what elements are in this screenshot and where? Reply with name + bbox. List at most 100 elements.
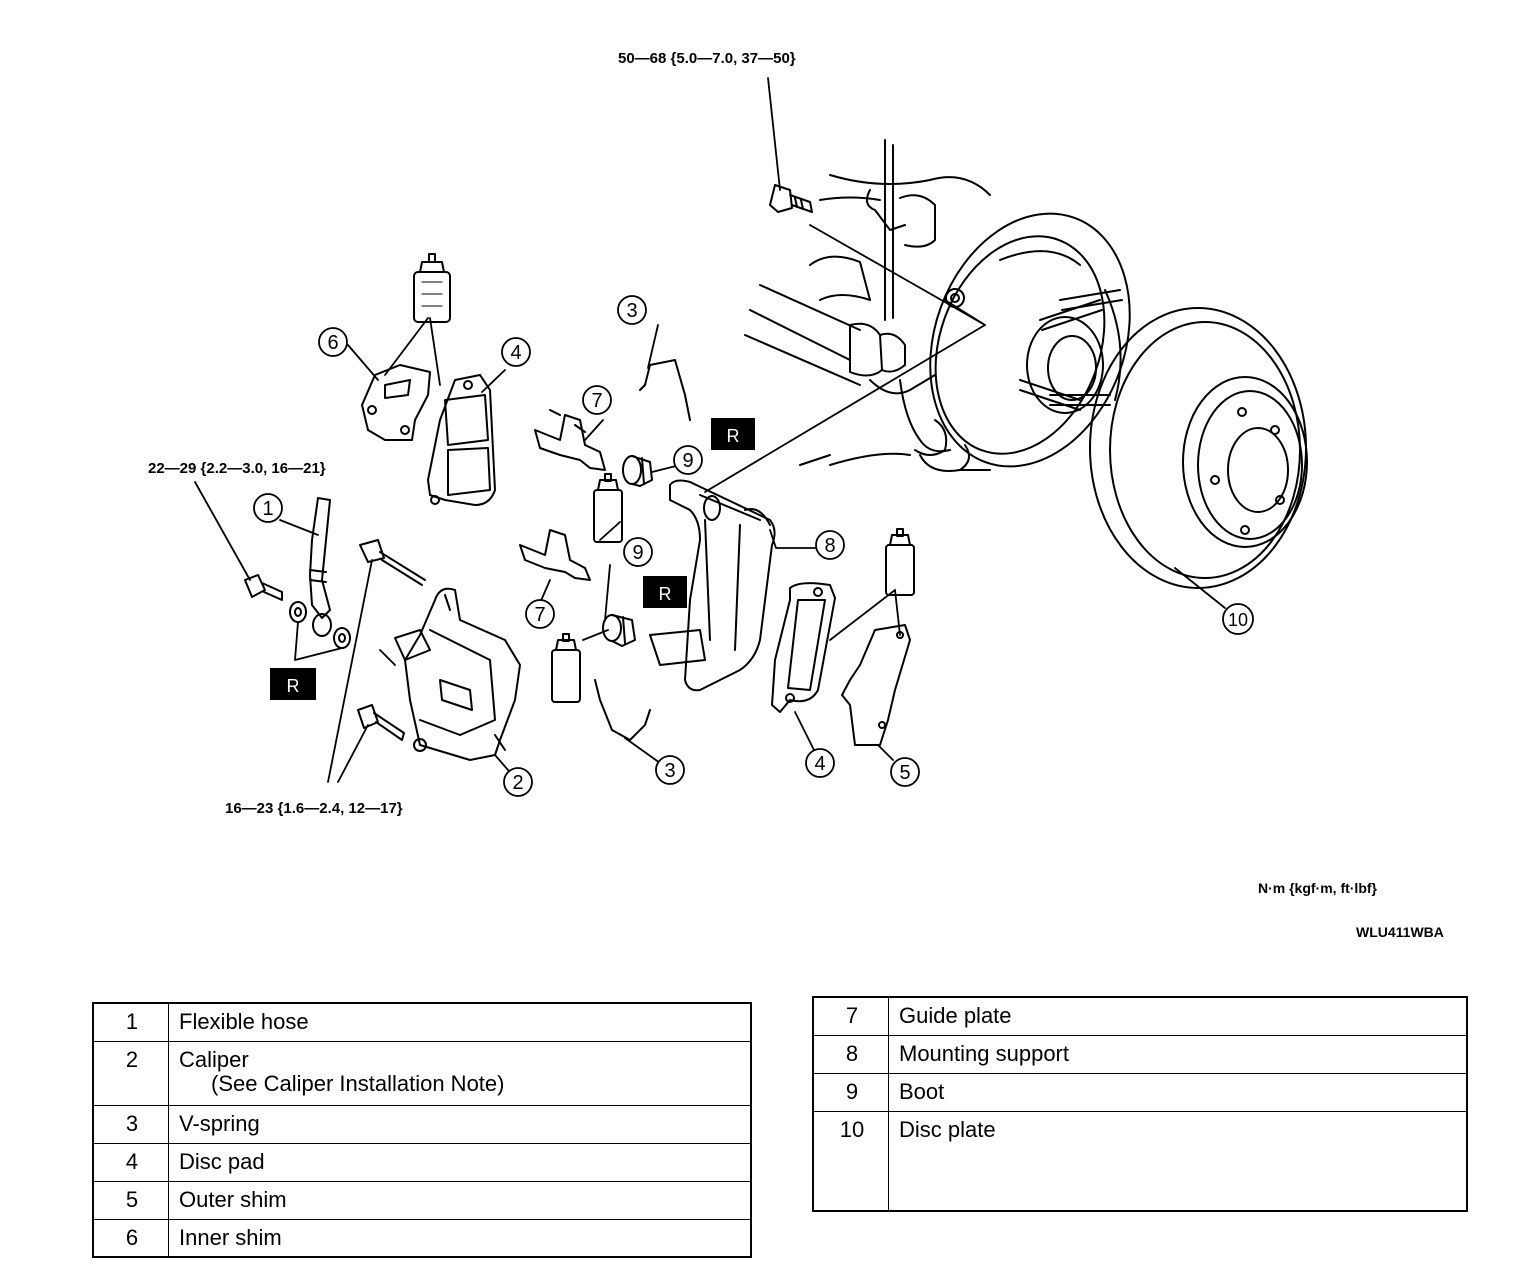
v-spring-lower-drawing [594, 679, 651, 741]
legend-row: 1 Flexible hose [92, 1002, 752, 1042]
svg-text:R: R [659, 584, 672, 604]
callout-9: 9 [623, 537, 653, 567]
disc-pad-right-drawing [771, 582, 836, 713]
callout-4: 4 [501, 337, 531, 367]
callout-4: 4 [805, 748, 835, 778]
svg-text:9: 9 [632, 542, 643, 564]
svg-text:10: 10 [1228, 610, 1248, 630]
guide-plate-lower-drawing [519, 529, 591, 581]
legend-part-name: Flexible hose [168, 1002, 752, 1042]
inner-shim-drawing [361, 364, 431, 441]
callout-8: 8 [815, 530, 845, 560]
legend-part-label: Outer shim [179, 1186, 287, 1212]
replace-mark-3: R [270, 668, 316, 700]
legend-table-right: 7 Guide plate 8 Mounting support 9 Boot 10 Disc… [812, 996, 1468, 1212]
callout-3: 3 [655, 755, 685, 785]
guide-plate-upper-drawing [534, 409, 606, 471]
legend-number: 3 [92, 1104, 169, 1144]
v-spring-upper-drawing [639, 359, 691, 421]
legend-number: 8 [812, 1034, 889, 1074]
legend-part-note: (See Caliper Installation Note) [211, 1070, 505, 1096]
legend-part-name: Guide plate [888, 996, 1468, 1036]
disc-pad-left-drawing [427, 374, 496, 506]
legend-row: 9 Boot [812, 1072, 1468, 1112]
grease-tube-1-icon [413, 253, 451, 323]
callout-6: 6 [318, 327, 348, 357]
legend-part-label: Boot [899, 1078, 945, 1104]
mounting-support-bolt-drawing [769, 184, 813, 213]
torque-label-hose-bolt: 22—29 {2.2—3.0, 16—21} [148, 460, 326, 477]
grease-tube-2-icon [593, 473, 623, 543]
boot-lower-drawing [602, 614, 636, 647]
svg-text:6: 6 [327, 332, 338, 354]
knuckle-assembly-drawing [744, 139, 991, 472]
legend-row: 5 Outer shim [92, 1180, 752, 1220]
legend-row: 4 Disc pad [92, 1142, 752, 1182]
replace-mark-2: R [643, 576, 687, 608]
brake-exploded-diagram: R R R 1 6 4 3 7 9 9 8 7 2 3 4 5 10 [194, 77, 1308, 797]
callout-3: 3 [617, 295, 647, 325]
svg-text:3: 3 [626, 300, 637, 322]
legend-part-name: Boot [888, 1072, 1468, 1112]
svg-text:4: 4 [814, 753, 825, 775]
boot-upper-drawing [622, 455, 653, 487]
torque-label-mounting-bolt: 50—68 {5.0—7.0, 37—50} [618, 50, 796, 67]
legend-number: 4 [92, 1142, 169, 1182]
grease-tube-3-icon [885, 528, 915, 596]
legend-number: 9 [812, 1072, 889, 1112]
bleeder-screw-drawing [359, 539, 426, 586]
callout-1: 1 [253, 493, 283, 523]
legend-part-label: Disc plate [899, 1116, 996, 1142]
svg-text:7: 7 [591, 390, 602, 412]
legend-part-name: Caliper(See Caliper Installation Note) [168, 1040, 752, 1106]
flexible-hose-drawing [309, 497, 332, 637]
legend-number: 1 [92, 1002, 169, 1042]
legend-part-name: Inner shim [168, 1218, 752, 1258]
callout-circles: 1 6 4 3 7 9 9 8 7 2 3 4 5 10 [253, 295, 1254, 797]
legend-number: 5 [92, 1180, 169, 1220]
legend-part-label: Mounting support [899, 1040, 1069, 1066]
callout-2: 2 [503, 767, 533, 797]
svg-text:7: 7 [534, 604, 545, 626]
leader-lines [194, 77, 1226, 783]
svg-text:1: 1 [262, 498, 273, 520]
legend-part-label: Flexible hose [179, 1009, 309, 1034]
legend-part-label: Guide plate [899, 1003, 1012, 1028]
outer-shim-drawing [841, 624, 911, 746]
legend-part-name: Outer shim [168, 1180, 752, 1220]
wheel-hub-drawing [929, 212, 1131, 468]
legend-row: 8 Mounting support [812, 1034, 1468, 1074]
callout-9: 9 [673, 445, 703, 475]
callout-7: 7 [525, 599, 555, 629]
figure-code: WLU411WBA [1356, 924, 1444, 940]
svg-text:4: 4 [510, 342, 521, 364]
callout-7: 7 [582, 385, 612, 415]
callout-5: 5 [890, 757, 920, 787]
legend-number: 10 [812, 1110, 889, 1212]
replace-mark-1: R [711, 418, 755, 450]
legend-part-label: Caliper [179, 1046, 249, 1072]
legend-part-label: Inner shim [179, 1224, 282, 1250]
svg-text:8: 8 [824, 535, 835, 557]
legend-row: 10 Disc plate [812, 1110, 1468, 1212]
hose-bolt-drawing [244, 574, 283, 601]
callout-10: 10 [1222, 603, 1254, 635]
legend-part-name: Disc plate [888, 1110, 1468, 1212]
legend-part-name: Mounting support [888, 1034, 1468, 1074]
svg-text:9: 9 [682, 450, 693, 472]
legend-part-name: Disc pad [168, 1142, 752, 1182]
legend-number: 7 [812, 996, 889, 1036]
legend-number: 2 [92, 1040, 169, 1106]
mounting-support-drawing [649, 479, 776, 692]
svg-text:2: 2 [512, 772, 523, 794]
grease-tube-4-icon [551, 633, 581, 703]
svg-text:5: 5 [899, 762, 910, 784]
caliper-drawing [394, 587, 521, 761]
units-note: N·m {kgf·m, ft·lbf} [1258, 880, 1377, 896]
legend-part-label: Disc pad [179, 1148, 265, 1174]
svg-text:R: R [287, 676, 300, 696]
torque-label-caliper-bolt: 16—23 {1.6—2.4, 12—17} [225, 800, 403, 817]
